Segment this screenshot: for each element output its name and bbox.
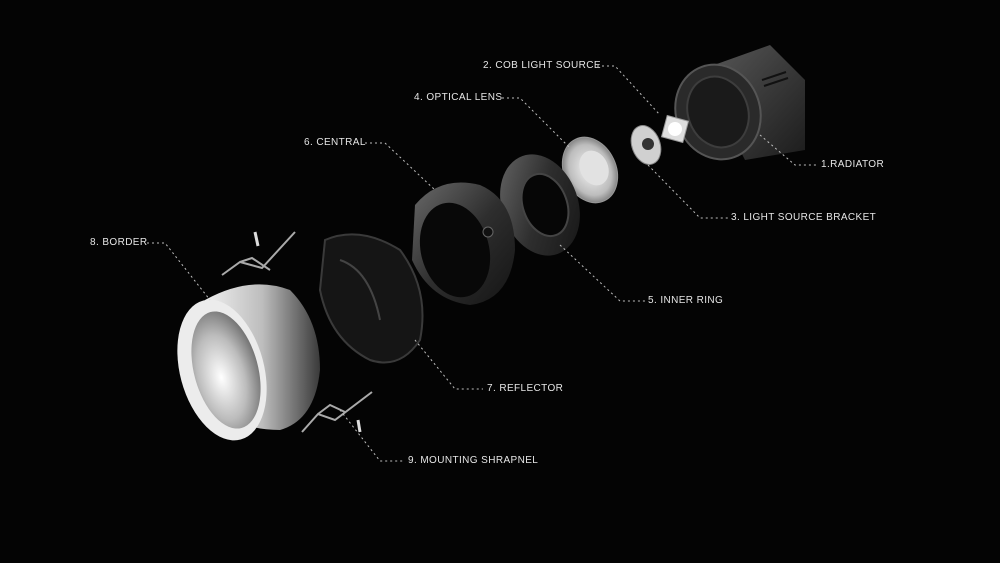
border-part bbox=[177, 284, 320, 441]
light-source-bracket-part bbox=[630, 125, 662, 165]
label-inner-ring: 5. INNER RING bbox=[648, 295, 724, 306]
label-optical-lens: 4. OPTICAL LENS bbox=[414, 92, 503, 103]
label-radiator: 1.RADIATOR bbox=[821, 159, 885, 170]
central-part bbox=[412, 182, 515, 305]
label-mounting-shrapnel: 9. MOUNTING SHRAPNEL bbox=[408, 455, 539, 466]
label-central: 6. CENTRAL bbox=[304, 137, 366, 148]
leader-lines bbox=[147, 65, 818, 462]
label-reflector: 7. REFLECTOR bbox=[487, 383, 564, 394]
reflector-part bbox=[318, 233, 424, 364]
cob-light-source-part bbox=[660, 114, 690, 144]
label-light-source-bracket: 3. LIGHT SOURCE BRACKET bbox=[731, 212, 877, 223]
radiator-part bbox=[674, 45, 805, 161]
label-cob-light-source: 2. COB LIGHT SOURCE bbox=[483, 60, 601, 71]
inner-ring-part bbox=[500, 154, 580, 256]
label-border: 8. BORDER bbox=[90, 237, 148, 248]
mounting-shrapnel-part bbox=[221, 231, 373, 433]
